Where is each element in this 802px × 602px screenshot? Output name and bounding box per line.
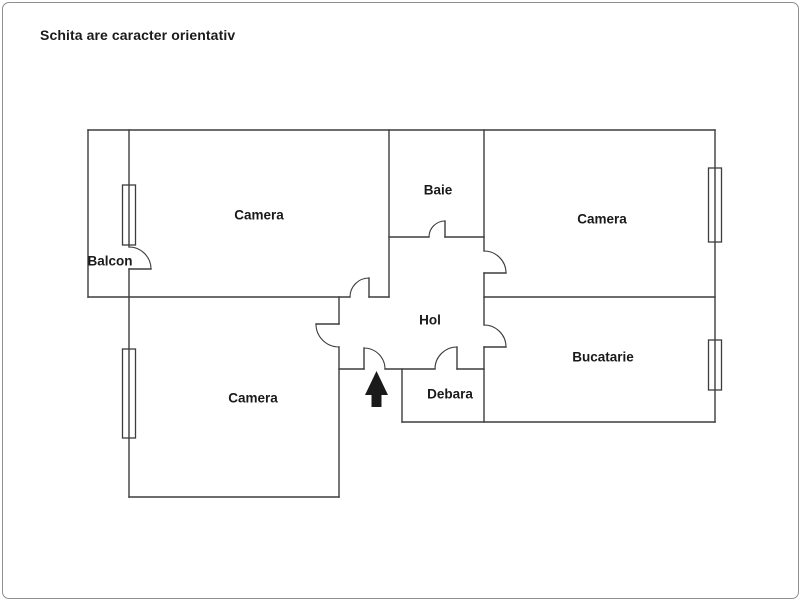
room-label-hol: Hol <box>419 313 441 328</box>
door-swing-arc-baie <box>428 220 446 238</box>
window-marker-camera-dreapta <box>707 167 723 243</box>
room-label-debara: Debara <box>427 387 473 402</box>
room-label-balcon: Balcon <box>87 254 132 269</box>
door-swing-arc-camera-dreapta <box>483 250 507 274</box>
page-title: Schita are caracter orientativ <box>40 27 236 43</box>
window-marker-camera-stanga-jos <box>121 348 137 439</box>
room-label-baie: Baie <box>424 183 453 198</box>
door-swing-arc-debara <box>434 346 458 370</box>
door-swing-arc-intrare <box>363 347 386 370</box>
door-swing-arc-balcon <box>128 246 152 270</box>
entrance-arrow <box>365 371 388 407</box>
room-label-camera-stanga-jos: Camera <box>228 391 278 406</box>
door-swing-arc-camera-stanga-sus <box>349 277 370 298</box>
door-swing-arc-bucatarie <box>483 324 507 348</box>
room-label-bucatarie: Bucatarie <box>572 350 634 365</box>
room-label-camera-stanga-sus: Camera <box>234 208 284 223</box>
window-marker-bucatarie <box>707 339 723 391</box>
room-label-camera-dreapta: Camera <box>577 212 627 227</box>
window-marker-balcon <box>121 184 137 246</box>
door-swing-arc-camera-stanga-jos <box>315 323 340 348</box>
